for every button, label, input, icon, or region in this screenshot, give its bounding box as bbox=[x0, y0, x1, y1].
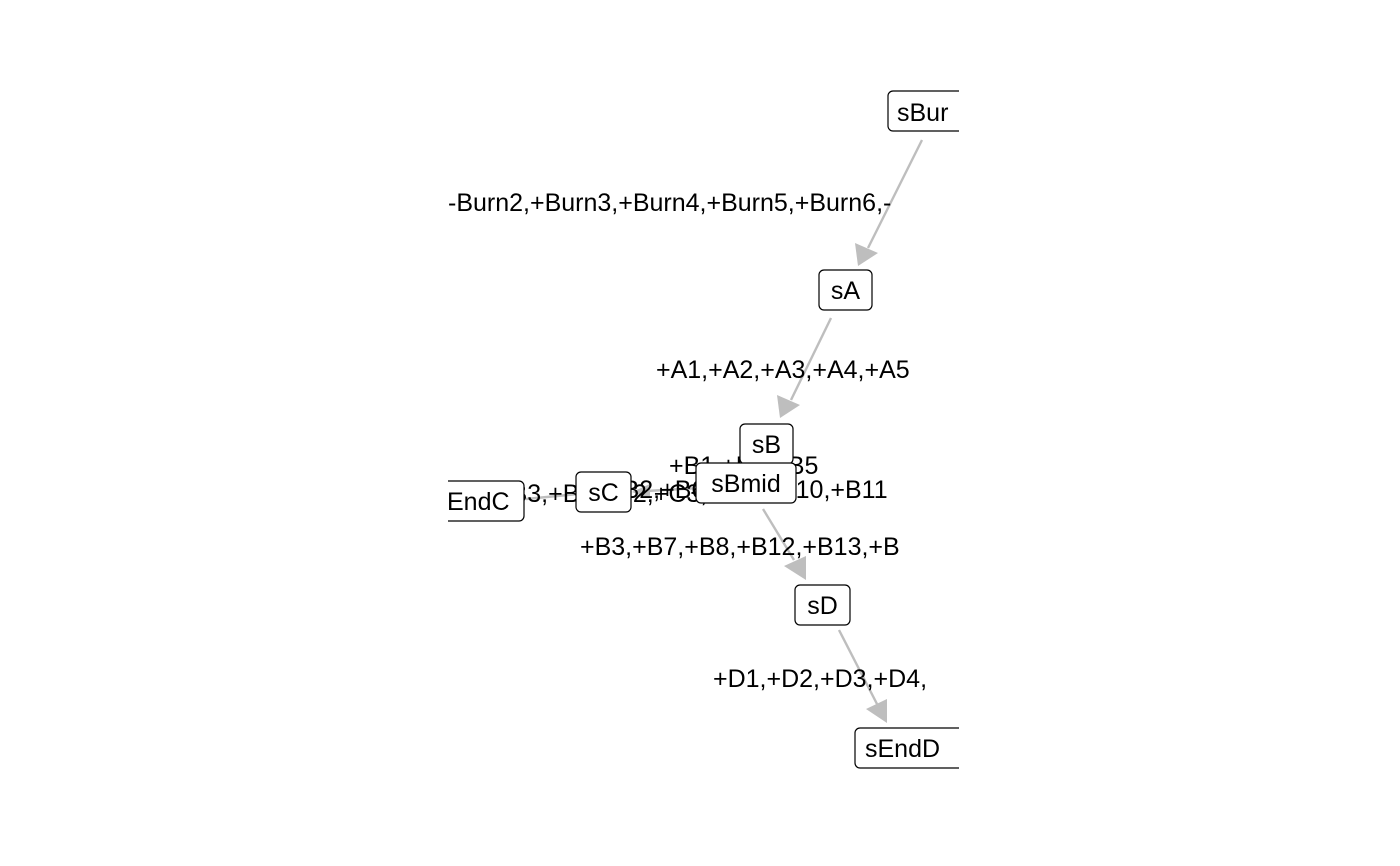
node-sburn[interactable]: sBur bbox=[887, 90, 978, 132]
arrow-head bbox=[855, 243, 878, 266]
edge-label-bmid-to-d: +B3,+B7,+B8,+B12,+B13,+B bbox=[580, 533, 900, 561]
arrow-head bbox=[866, 699, 887, 723]
svg-text:sBmid: sBmid bbox=[711, 470, 780, 498]
svg-text:sBur: sBur bbox=[897, 99, 948, 127]
edge-bmid-to-c bbox=[632, 484, 701, 498]
edge-label-a-to-b: +A1,+A2,+A3,+A4,+A5 bbox=[656, 356, 910, 384]
edge-bmid-to-d bbox=[761, 508, 806, 580]
edge-label-d-to-endd: +D1,+D2,+D3,+D4, bbox=[713, 665, 927, 693]
arrow-head bbox=[777, 395, 800, 418]
edge-label-burn-to-a: -Burn2,+Burn3,+Burn4,+Burn5,+Burn6,- bbox=[448, 189, 891, 217]
edge-a-to-b bbox=[777, 317, 833, 418]
svg-text:sC: sC bbox=[588, 479, 619, 507]
edge-c-to-endc bbox=[525, 492, 579, 501]
svg-text:sD: sD bbox=[807, 592, 838, 620]
arrow-head bbox=[784, 556, 806, 580]
arrow-head bbox=[632, 484, 650, 498]
svg-text:sB: sB bbox=[752, 431, 781, 459]
edge-burn-to-a bbox=[855, 139, 924, 266]
node-sendd[interactable]: sEndD bbox=[854, 727, 965, 769]
edge-d-to-endd bbox=[837, 629, 887, 723]
node-sc[interactable]: sC bbox=[575, 471, 632, 513]
svg-text:EndC: EndC bbox=[447, 488, 510, 516]
node-sa[interactable]: sA bbox=[818, 269, 873, 311]
node-sd[interactable]: sD bbox=[794, 584, 851, 626]
node-sbmid[interactable]: sBmid bbox=[695, 462, 797, 504]
svg-text:sEndD: sEndD bbox=[865, 735, 940, 763]
node-sb[interactable]: sB bbox=[739, 423, 794, 465]
node-sendc[interactable]: EndC bbox=[420, 480, 525, 522]
svg-text:sA: sA bbox=[831, 277, 861, 305]
